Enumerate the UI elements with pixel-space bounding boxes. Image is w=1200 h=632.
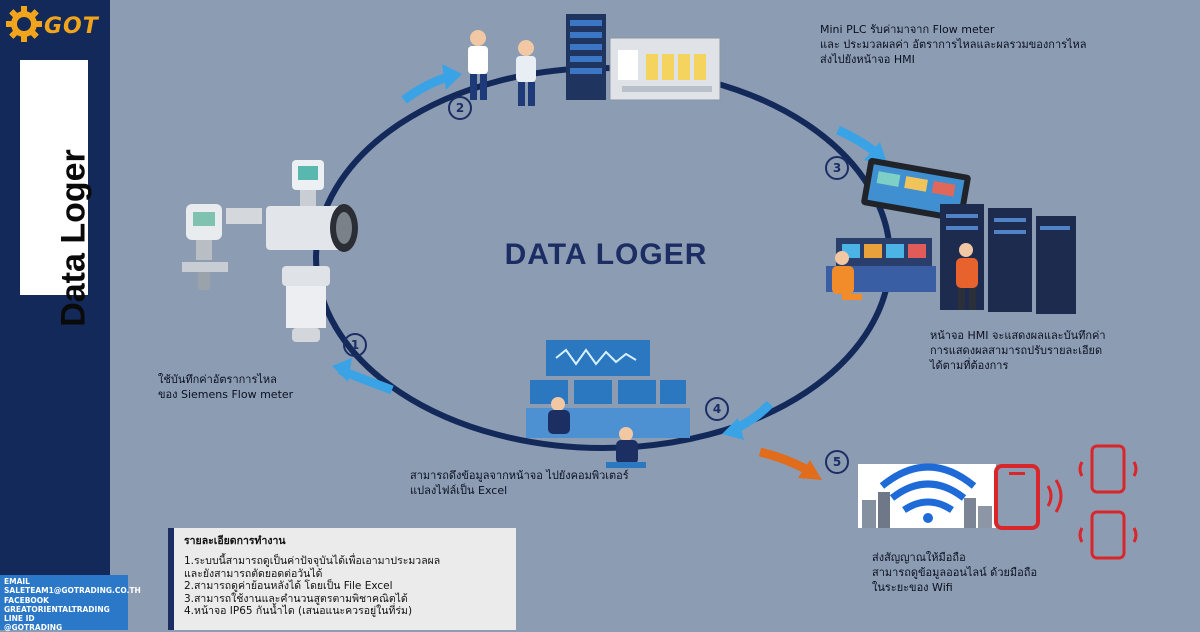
contact-email: EMAIL SALETEAM1@GOTRADING.CO.TH <box>0 575 141 597</box>
contact-facebook: FACEBOOK GREATORIENTALTRADING <box>0 594 128 616</box>
contact-line-label: LINE ID <box>4 614 35 623</box>
details-heading: รายละเอียดการทำงาน <box>184 535 286 547</box>
contact-line: LINE ID @GOTRADING <box>0 612 128 632</box>
caption-line: Mini PLC รับค่ามาจาก Flow meter <box>820 23 995 36</box>
arrow-step-1 <box>332 358 394 395</box>
diagram-title: DATA LOGER <box>504 238 708 271</box>
details-item: 3.สามารถใช้งานและคำนวนสูตรตามพิชาคณิตได้ <box>184 592 408 605</box>
step-3-caption: Mini PLC รับค่ามาจาก Flow meter และ ประม… <box>820 22 1087 67</box>
pc-caption: สามารถดึงข้อมูลจากหน้าจอ ไปยังคอมพิวเตอร… <box>410 468 629 498</box>
caption-line: ใช้บันทึกค่าอัตราการไหล <box>158 373 277 386</box>
caption-line: หน้าจอ HMI จะแสดงผลและบันทึกค่า <box>930 329 1106 342</box>
contact-facebook-label: FACEBOOK <box>4 596 49 605</box>
caption-line: การแสดงผลสามารถปรับรายละเอียด <box>930 344 1103 357</box>
caption-line: และ ประมวลผลค่า อัตราการไหลและผลรวมของกา… <box>820 38 1087 51</box>
caption-line: ในระยะของ Wifi <box>872 581 953 594</box>
work-details-box: รายละเอียดการทำงาน 1.ระบบนี้สามารถดูเป็น… <box>168 528 516 630</box>
caption-line: ได้ตามที่ต้องการ <box>930 359 1009 372</box>
siemens-flow-meter-illustration <box>182 160 358 342</box>
vertical-title-box: Data Loger <box>20 60 93 327</box>
plc-cabinet-illustration <box>468 14 721 106</box>
arrow-step-2 <box>401 64 462 104</box>
computer-workstation-illustration <box>526 340 690 468</box>
caption-line: สามารถดูข้อมูลออนไลน์ ด้วยมือถือ <box>872 566 1038 579</box>
contact-facebook-value: GREATORIENTALTRADING <box>4 605 110 614</box>
logo-text: GOT <box>44 14 99 39</box>
arrow-step-4 <box>722 400 774 440</box>
contact-line-value: @GOTRADING <box>4 623 63 632</box>
hmi-control-room-illustration <box>826 157 1076 314</box>
caption-line: ส่งสัญญาณให้มือถือ <box>872 551 966 564</box>
mobile-wifi-illustration <box>858 444 1138 560</box>
caption-line: ของ Siemens Flow meter <box>158 388 294 401</box>
step-number-2: 2 <box>448 96 472 120</box>
step-number-5: 5 <box>825 450 849 474</box>
caption-line: แปลงไฟล์เป็น Excel <box>410 484 508 497</box>
step-4-caption: หน้าจอ HMI จะแสดงผลและบันทึกค่า การแสดงผ… <box>930 328 1106 373</box>
gear-icon <box>6 6 42 42</box>
details-item: 1.ระบบนี้สามารถดูเป็นค่าปัจจุบันได้เพื่อ… <box>184 555 441 567</box>
arrow-step-5 <box>758 447 822 480</box>
caption-line: ส่งไปยังหน้าจอ HMI <box>820 53 915 66</box>
details-item: 2.สามารถดูค่าย้อนหลังได้ โดยเป็น File Ex… <box>184 580 393 592</box>
step-number-4: 4 <box>705 397 729 421</box>
caption-line: สามารถดึงข้อมูลจากหน้าจอ ไปยังคอมพิวเตอร… <box>410 469 629 482</box>
step-1-caption: ใช้บันทึกค่าอัตราการไหล ของ Siemens Flow… <box>158 372 293 402</box>
step-number-1: 1 <box>343 333 367 357</box>
step-number-3: 3 <box>825 156 849 180</box>
contact-email-label: EMAIL <box>4 577 30 586</box>
step-5-caption: ส่งสัญญาณให้มือถือ สามารถดูข้อมูลออนไลน์… <box>872 550 1037 595</box>
brand-logo: GOT <box>4 4 108 44</box>
contact-email-value: SALETEAM1@GOTRADING.CO.TH <box>4 586 141 595</box>
details-item: 4.หน้าจอ IP65 กันน้ำได (เสนอแนะควรอยู่ใน… <box>184 605 413 617</box>
details-item: และยังสามารถตัดยอดต่อวันได้ <box>184 567 323 580</box>
